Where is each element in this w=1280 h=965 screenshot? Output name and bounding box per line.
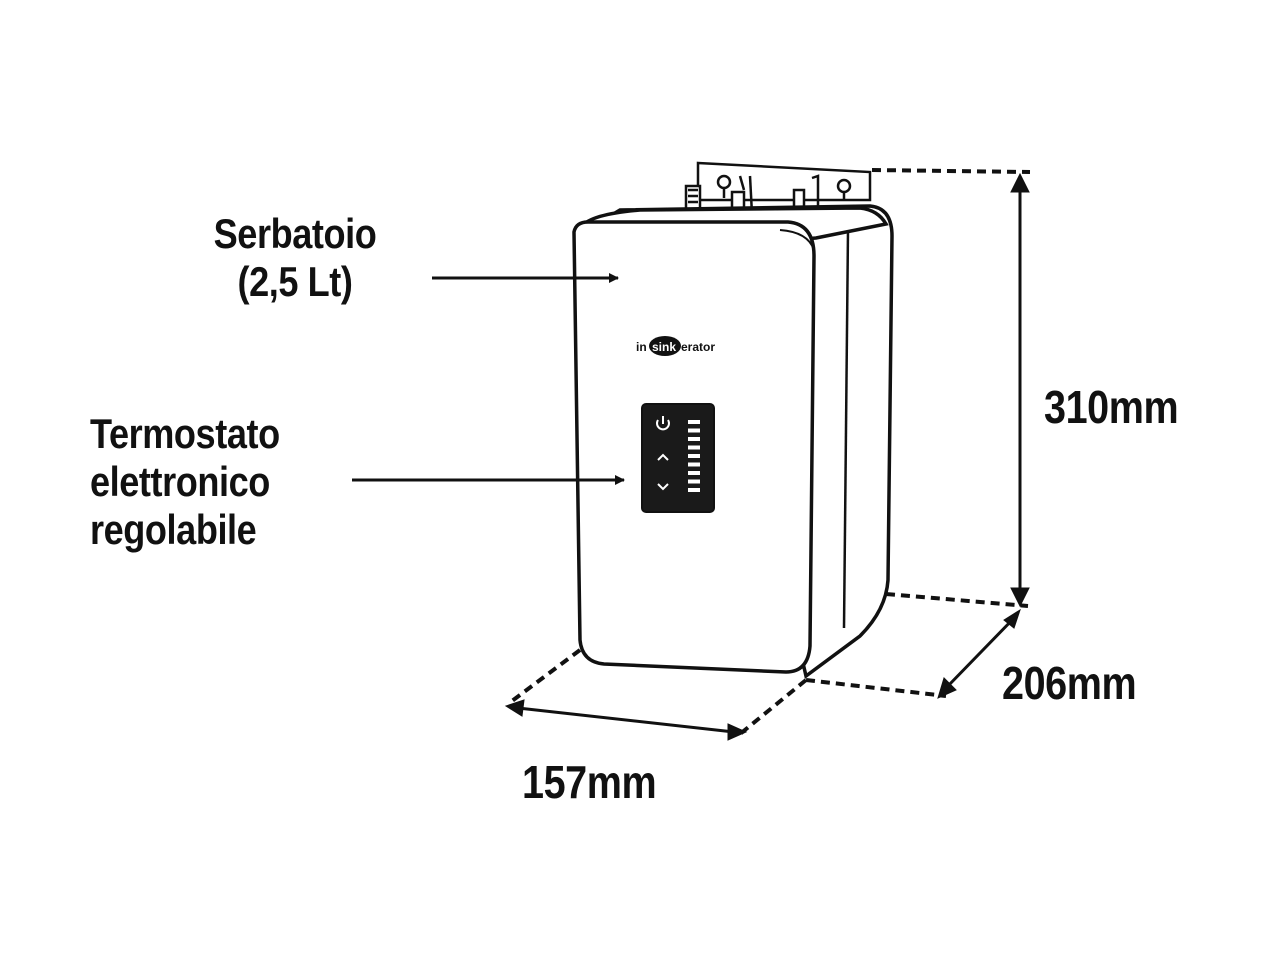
height-label: 310mm — [1044, 381, 1179, 433]
level-bar — [688, 454, 700, 458]
level-bar — [688, 428, 700, 433]
height-arrow-bottom — [1010, 587, 1030, 608]
logo-highlight: sink — [652, 340, 676, 354]
up-arrow-icon — [657, 453, 669, 461]
thermostat-label-line3: regolabile — [90, 506, 257, 553]
depth-dimension — [805, 608, 1021, 699]
wall-bracket — [696, 161, 872, 202]
thermostat-label-line1: Termostato — [90, 410, 280, 457]
level-bar — [688, 471, 700, 475]
keyhole-right — [836, 178, 852, 200]
level-bar — [688, 488, 700, 492]
level-bar — [688, 445, 700, 450]
level-indicator — [688, 420, 700, 492]
width-label: 157mm — [522, 756, 657, 808]
brand-logo: in sink erator — [636, 336, 715, 356]
logo-badge — [649, 336, 681, 356]
level-bar — [688, 462, 700, 467]
thermostat-label-line2: elettronico — [90, 458, 270, 505]
width-arrow-end — [727, 723, 748, 741]
power-icon — [656, 416, 670, 431]
level-bar — [688, 437, 700, 441]
tank-body — [572, 204, 894, 679]
width-dimension — [504, 648, 808, 741]
keyhole-left — [716, 174, 732, 198]
depth-arrow-end — [1003, 608, 1021, 629]
depth-arrow-start — [937, 677, 957, 699]
level-bar — [688, 420, 700, 424]
logo-prefix: in — [636, 340, 647, 354]
down-arrow-icon — [657, 483, 669, 491]
level-bar — [688, 479, 700, 484]
width-arrow-start — [504, 699, 525, 717]
thermostat-label: Termostato elettronico regolabile — [90, 410, 280, 554]
tank-label: Serbatoio (2,5 Lt) — [170, 210, 419, 306]
height-dimension — [871, 168, 1031, 608]
logo-suffix: erator — [681, 340, 715, 354]
tank-label-line1: Serbatoio — [213, 210, 377, 257]
tank-label-line2: (2,5 Lt) — [237, 258, 353, 305]
thermostat-panel — [641, 403, 715, 513]
depth-label: 206mm — [1002, 657, 1137, 709]
height-arrow-top — [1010, 172, 1030, 193]
